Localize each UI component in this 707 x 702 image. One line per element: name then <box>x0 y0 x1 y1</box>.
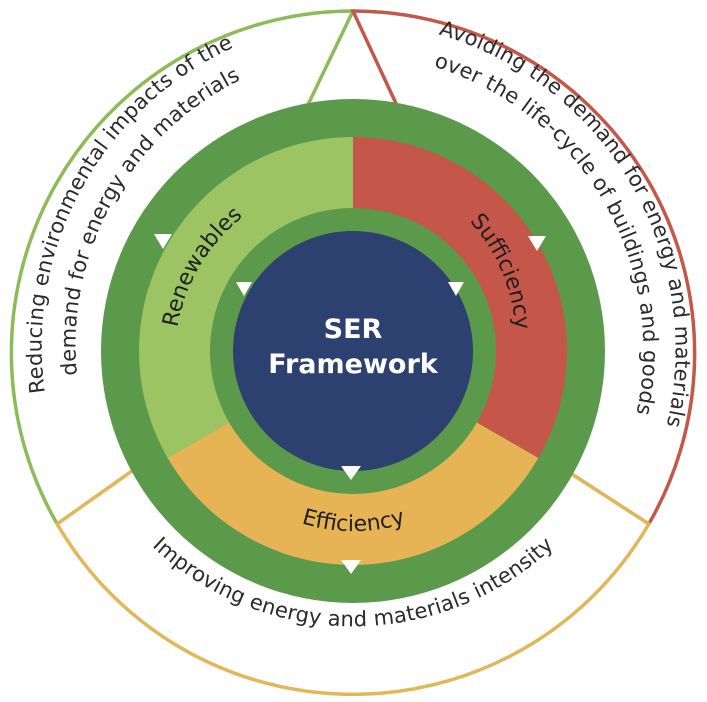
arrow-triangle-icon <box>236 282 252 296</box>
arrow-triangle-icon <box>154 234 172 249</box>
arrow-triangle-icon <box>341 466 361 480</box>
center-title-line2: Framework <box>268 349 439 380</box>
center-title-line1: SER <box>324 314 383 345</box>
arrow-triangle-icon <box>341 560 361 574</box>
center-circle <box>233 231 473 471</box>
arrow-triangle-icon <box>448 282 464 296</box>
arrow-triangle-icon <box>528 236 546 251</box>
